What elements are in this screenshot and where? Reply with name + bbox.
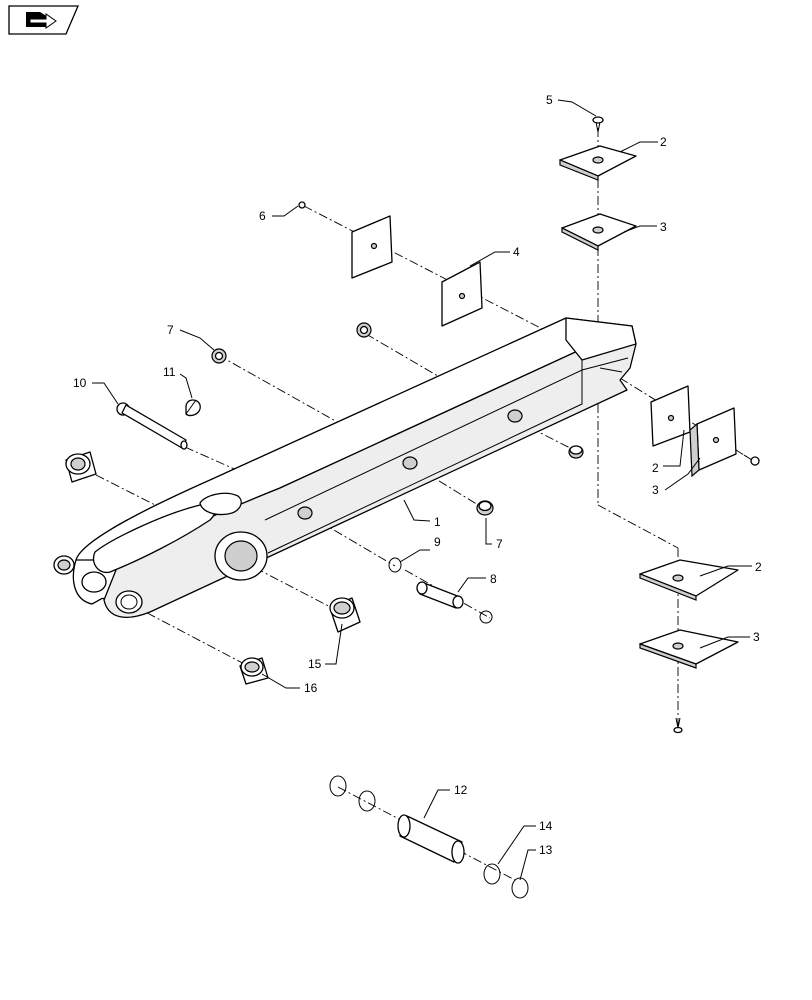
pin-10 [116,402,188,450]
shim-top-3 [561,213,637,251]
callout-2-top: 2 [660,135,667,149]
screw-5 [592,116,604,133]
callout-16: 16 [304,681,318,695]
bushing-16 [239,657,269,685]
callouts: 5 2 3 6 4 7 11 10 2 3 1 7 9 8 2 3 15 16 … [73,93,762,857]
callout-4: 4 [513,245,520,259]
callout-11: 11 [163,365,176,379]
callout-3-top: 3 [660,220,667,234]
screw-side [743,454,760,466]
callout-10: 10 [73,376,87,390]
shim-bottom-3 [639,629,739,669]
snap-ring-9 [388,557,402,573]
side-shim-3b [689,407,737,478]
callout-8: 8 [490,572,497,586]
callout-9: 9 [434,535,441,549]
callout-7-bottom: 7 [496,537,503,551]
bushing-small-left [53,555,75,575]
leader-lines [92,99,752,881]
plug-7d [476,500,494,516]
bushing-left [65,451,97,483]
main-arm [72,317,637,618]
side-pad-4a [351,215,393,279]
callout-12: 12 [454,783,468,797]
callout-3-side: 3 [652,483,659,497]
screw-6 [298,201,306,209]
callout-15: 15 [308,657,322,671]
grease-fitting-7b [356,322,372,338]
grease-fitting-7a [211,348,227,364]
pin-8 [416,581,493,624]
callout-2-side: 2 [652,461,659,475]
side-pad-2b [650,385,691,447]
wear-pad-bottom-2 [639,559,739,601]
callout-2-bottom: 2 [755,560,762,574]
arrow-folder-icon [26,12,57,29]
plug-7c [568,445,584,459]
pin-12-assembly [329,775,529,899]
callout-1: 1 [434,515,441,529]
callout-14: 14 [539,819,553,833]
linch-pin-11 [185,399,201,417]
nav-icon-box[interactable] [8,5,79,35]
side-pad-4b [441,261,483,327]
callout-7-top: 7 [167,323,174,337]
callout-5: 5 [546,93,553,107]
bushing-15 [329,597,361,633]
wear-pad-top-2 [559,145,637,181]
callout-13: 13 [539,843,553,857]
callout-3-bottom: 3 [753,630,760,644]
callout-6: 6 [259,209,266,223]
screw-bottom [673,717,683,734]
